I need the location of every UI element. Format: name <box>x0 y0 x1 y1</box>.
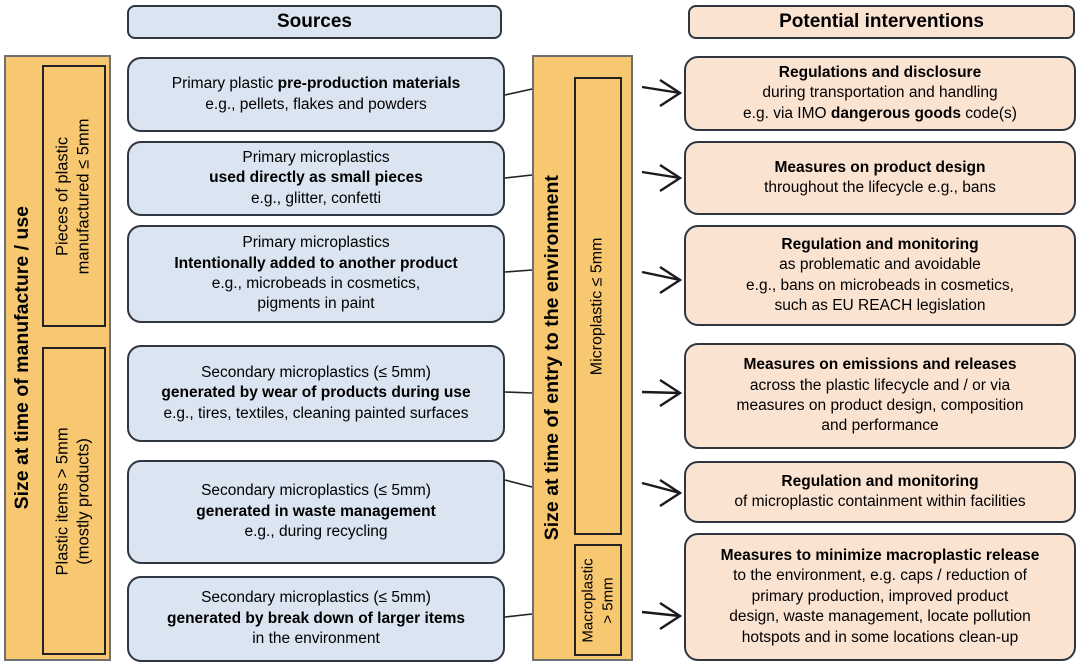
middle-size-column: Size at time of entry to the environment… <box>532 55 633 661</box>
connector-line-3 <box>504 269 533 273</box>
intervention-6-line-4: design, waste management, locate polluti… <box>729 608 1031 626</box>
source-primary-small-pieces: Primary microplastics used directly as s… <box>127 141 505 216</box>
lower-size-label-2: (mostly products) <box>75 437 94 565</box>
source-5-line-2: generated in waste management <box>196 502 436 520</box>
interventions-header: Potential interventions <box>688 5 1075 39</box>
interventions-header-label: Potential interventions <box>779 11 984 33</box>
source-1-line-1-bold: pre-production materials <box>277 75 461 93</box>
arrow-head-1 <box>659 78 683 108</box>
arrow-shaft-6 <box>641 610 681 618</box>
source-1-line-2: e.g., pellets, flakes and powders <box>205 95 427 113</box>
source-primary-intentionally-added: Primary microplastics Intentionally adde… <box>127 225 505 323</box>
source-2-line-2: used directly as small pieces <box>209 169 423 187</box>
source-3-line-3: e.g., microbeads in cosmetics, <box>211 275 421 292</box>
intervention-5-title: Regulation and monitoring <box>781 472 979 490</box>
connector-line-4 <box>504 391 533 394</box>
intervention-1-line-2: during transportation and handling <box>762 84 998 102</box>
sources-header: Sources <box>127 5 502 39</box>
arrow-head-4 <box>659 378 683 408</box>
connector-line-1 <box>504 88 533 96</box>
arrow-head-2 <box>659 163 683 193</box>
intervention-4-line-3: measures on product design, composition <box>736 397 1024 414</box>
intervention-minimize-macroplastic: Measures to minimize macroplastic releas… <box>684 533 1076 661</box>
intervention-4-line-4: and performance <box>821 417 939 435</box>
intervention-6-line-5: hotspots and in some locations clean-up <box>741 628 1019 646</box>
intervention-4-line-2: across the plastic lifecycle and / or vi… <box>749 376 1011 394</box>
source-6-line-3: in the environment <box>252 630 380 648</box>
macroplastic-label-2: > 5mm <box>599 576 617 624</box>
intervention-3-line-2: as problematic and avoidable <box>779 256 981 274</box>
arrow-shaft-4 <box>641 390 681 395</box>
microplastic-box: Microplastic ≤ 5mm <box>574 77 622 535</box>
arrow-shaft-5 <box>641 481 681 495</box>
intervention-regulations-disclosure: Regulations and disclosure during transp… <box>684 56 1076 131</box>
intervention-5-line-2: of microplastic containment within facil… <box>734 493 1026 510</box>
upper-size-label-2: manufactured ≤ 5mm <box>75 118 94 274</box>
intervention-2-line-2: throughout the lifecycle e.g., bans <box>764 179 996 196</box>
source-secondary-wear: Secondary microplastics (≤ 5mm) generate… <box>127 345 505 442</box>
source-2-line-1: Primary microplastics <box>242 148 390 166</box>
source-secondary-break-down: Secondary microplastics (≤ 5mm) generate… <box>127 576 505 662</box>
source-secondary-waste-management: Secondary microplastics (≤ 5mm) generate… <box>127 460 505 564</box>
source-3-line-2: Intentionally added to another product <box>174 254 458 272</box>
intervention-3-line-4: such as EU REACH legislation <box>774 296 986 314</box>
intervention-emissions-releases: Measures on emissions and releases acros… <box>684 343 1076 449</box>
intervention-6-title: Measures to minimize macroplastic releas… <box>720 546 1040 564</box>
source-6-line-1: Secondary microplastics (≤ 5mm) <box>201 589 431 607</box>
connector-line-2 <box>504 174 533 179</box>
source-3-line-4: pigments in paint <box>257 295 375 313</box>
connector-line-6 <box>504 613 533 618</box>
microplastic-label: Microplastic ≤ 5mm <box>588 237 606 375</box>
source-1-line-1: Primary plastic <box>171 75 278 93</box>
arrow-shaft-2 <box>641 170 681 180</box>
source-5-line-1: Secondary microplastics (≤ 5mm) <box>201 482 431 500</box>
connector-line-5 <box>504 479 533 488</box>
arrow-shaft-3 <box>641 270 681 282</box>
intervention-6-line-2: to the environment, e.g. caps / reductio… <box>733 567 1027 585</box>
intervention-4-title: Measures on emissions and releases <box>743 356 1017 374</box>
source-pre-production: Primary plastic pre-production materials… <box>127 57 505 132</box>
intervention-regulation-monitoring-1: Regulation and monitoring as problematic… <box>684 225 1076 326</box>
intervention-regulation-monitoring-2: Regulation and monitoring of microplasti… <box>684 461 1076 523</box>
source-4-line-3: e.g., tires, textiles, cleaning painted … <box>163 404 469 422</box>
source-4-line-1: Secondary microplastics (≤ 5mm) <box>201 363 431 381</box>
source-3-line-1: Primary microplastics <box>242 234 390 252</box>
intervention-6-line-3: primary production, improved product <box>751 587 1009 605</box>
intervention-3-title: Regulation and monitoring <box>781 235 979 253</box>
upper-size-label-1: Pieces of plastic <box>53 136 72 256</box>
left-axis-title: Size at time of manufacture / use <box>11 206 34 510</box>
intervention-1-line-3-pre: e.g. via IMO <box>743 104 831 122</box>
intervention-1-line-3-bold: dangerous goods <box>830 104 961 122</box>
arrow-head-5 <box>659 478 683 508</box>
source-6-line-2: generated by break down of larger items <box>166 609 466 627</box>
lower-size-label-1: Plastic items > 5mm <box>53 426 72 576</box>
left-size-column: Size at time of manufacture / use Pieces… <box>4 55 111 661</box>
intervention-2-title: Measures on product design <box>774 158 986 176</box>
macroplastic-label-1: Macroplastic <box>579 557 597 643</box>
intervention-product-design: Measures on product design throughout th… <box>684 141 1076 215</box>
source-5-line-3: e.g., during recycling <box>244 523 388 541</box>
intervention-1-line-3-post: code(s) <box>960 104 1017 122</box>
source-2-line-3: e.g., glitter, confetti <box>250 189 382 207</box>
sources-header-label: Sources <box>277 11 352 33</box>
source-4-line-2: generated by wear of products during use <box>161 384 471 402</box>
lower-size-box: Plastic items > 5mm (mostly products) <box>42 347 106 655</box>
arrow-head-6 <box>659 601 683 631</box>
macroplastic-box: Macroplastic > 5mm <box>574 544 622 656</box>
intervention-1-title: Regulations and disclosure <box>778 63 982 81</box>
upper-size-box: Pieces of plastic manufactured ≤ 5mm <box>42 65 106 327</box>
middle-axis-title: Size at time of entry to the environment <box>541 175 564 541</box>
intervention-3-line-3: e.g., bans on microbeads in cosmetics, <box>746 276 1014 294</box>
arrow-head-3 <box>659 265 683 295</box>
arrow-shaft-1 <box>641 85 681 95</box>
